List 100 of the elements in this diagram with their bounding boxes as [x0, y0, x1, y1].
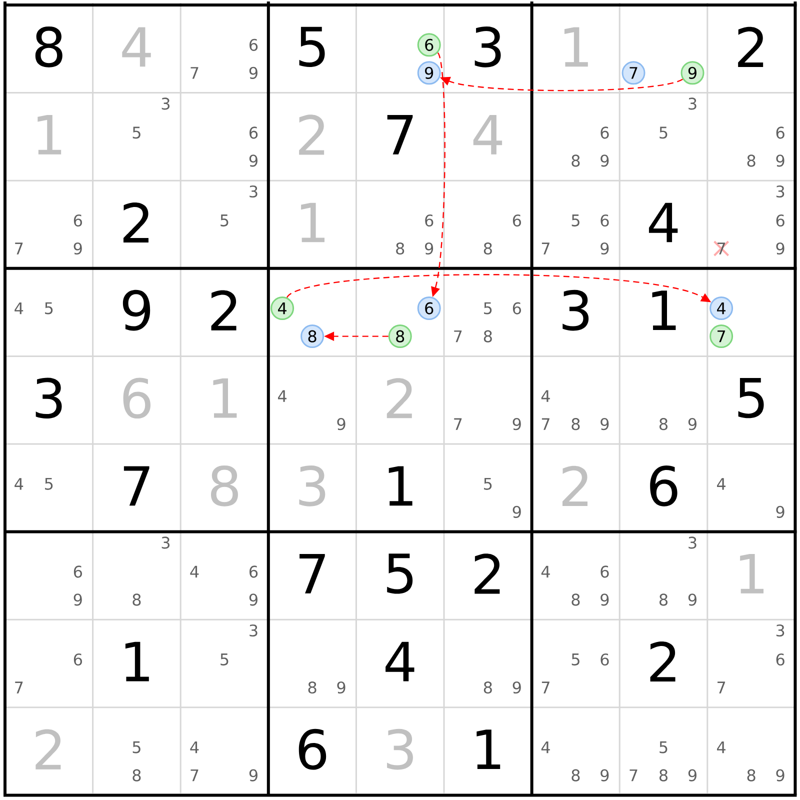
given-digit: 1 [125, 642, 149, 682]
candidate-digit: 4 [190, 566, 199, 578]
candidate-digit: 9 [776, 154, 784, 167]
candidate-digit: 9 [512, 681, 521, 694]
candidate-digit: 7 [190, 67, 198, 79]
candidate-digit: 5 [132, 126, 140, 139]
solved-digit: 6 [123, 378, 150, 419]
highlighted-candidate: 9 [417, 61, 441, 85]
solved-digit: 4 [473, 115, 502, 154]
given-digit: 3 [562, 290, 589, 331]
candidate-digit: 9 [512, 506, 521, 518]
candidate-digit: 9 [688, 769, 696, 782]
highlighted-candidate: 4 [710, 296, 734, 320]
candidate-digit: 5 [660, 126, 668, 139]
given-digit: 7 [387, 115, 413, 154]
candidate-digit: 5 [572, 214, 580, 226]
given-digit: 6 [650, 466, 678, 506]
candidate-digit: 9 [688, 594, 696, 606]
given-digit: 5 [738, 378, 764, 418]
candidate-digit: 7 [542, 242, 550, 254]
candidate-digit: 3 [776, 624, 784, 637]
candidate-digit: 8 [572, 594, 580, 606]
candidate-digit: 3 [162, 536, 170, 549]
candidate-digit: 9 [776, 506, 784, 518]
candidate-digit: 7 [15, 242, 23, 254]
candidate-digit: 6 [600, 126, 609, 139]
given-digit: 3 [474, 26, 501, 68]
candidate-digit: 6 [250, 126, 258, 139]
candidate-digit: 3 [776, 185, 784, 198]
solved-digit: 2 [299, 114, 324, 155]
candidate-digit: 9 [337, 418, 346, 430]
candidate-digit: 5 [220, 654, 228, 666]
highlighted-candidate: 8 [388, 324, 412, 348]
candidate-digit: 4 [717, 741, 726, 754]
candidate-digit: 9 [600, 769, 609, 782]
candidate-digit: 5 [220, 214, 228, 226]
solved-digit: 1 [38, 115, 62, 154]
solved-digit: 4 [122, 27, 151, 67]
candidate-digit: 9 [249, 66, 258, 79]
candidate-digit: 3 [688, 98, 696, 110]
given-digit: 5 [299, 26, 325, 67]
highlighted-candidate: 9 [680, 61, 704, 85]
candidate-digit: 5 [660, 741, 668, 754]
solved-digit: 8 [211, 466, 238, 506]
candidate-digit: 3 [688, 536, 696, 549]
candidate-digit: 6 [600, 653, 609, 666]
candidate-digit: 6 [74, 214, 82, 227]
solved-digit: 1 [301, 202, 324, 242]
candidate-digit: 7 [454, 418, 462, 430]
candidate-digit: 4 [541, 390, 550, 402]
candidate-digit: 5 [484, 478, 492, 490]
candidate-digit: 6 [776, 214, 784, 227]
candidate-digit: 6 [776, 126, 784, 139]
candidate-digit: 5 [484, 302, 492, 314]
candidate-digit: 7 [15, 682, 23, 694]
candidate-digit: 6 [250, 566, 258, 578]
candidate-digit: 9 [776, 769, 784, 782]
candidate-digit: 7 [542, 418, 550, 430]
given-digit: 3 [36, 378, 62, 419]
candidate-digit: 4 [541, 741, 550, 754]
candidate-digit: 4 [717, 478, 726, 490]
candidate-digit: 9 [425, 242, 434, 255]
candidate-digit: 9 [249, 769, 258, 782]
highlighted-candidate: 8 [300, 324, 324, 348]
candidate-digit: 6 [512, 214, 521, 227]
candidate-digit: 6 [600, 566, 609, 578]
solved-digit: 3 [299, 466, 326, 506]
given-digit: 4 [648, 202, 678, 242]
candidate-digit: 9 [74, 594, 82, 606]
candidate-digit: 7 [190, 769, 198, 782]
candidate-digit: 9 [600, 154, 609, 167]
solved-digit: 2 [386, 378, 412, 418]
candidate-digit: 3 [250, 624, 258, 637]
highlighted-candidate: 6 [417, 296, 441, 320]
candidate-digit: 4 [14, 302, 24, 314]
solved-digit: 1 [740, 554, 764, 594]
candidate-digit: 9 [249, 594, 258, 606]
solved-digit: 1 [213, 378, 237, 418]
given-digit: 2 [211, 290, 236, 330]
candidate-digit: 8 [132, 594, 141, 606]
candidate-digit: 8 [572, 154, 580, 167]
given-digit: 1 [476, 730, 500, 769]
candidate-digit: 8 [484, 242, 492, 255]
given-digit: 4 [386, 642, 414, 682]
solved-digit: 2 [562, 466, 588, 506]
candidate-digit: 4 [190, 741, 199, 754]
candidate-digit: 9 [74, 242, 82, 255]
candidate-digit: 8 [484, 330, 492, 342]
candidate-digit: 6 [600, 214, 609, 227]
candidate-digit: 7 [630, 769, 638, 782]
candidate-digit: 6 [74, 653, 82, 666]
candidate-digit: 6 [74, 566, 82, 578]
candidate-digit: 8 [572, 769, 580, 782]
candidate-digit: 8 [132, 769, 141, 782]
candidate-digit: 9 [600, 594, 609, 606]
candidate-digit: 7 [454, 330, 462, 342]
given-digit: 2 [474, 554, 500, 594]
highlighted-candidate: 6 [417, 33, 441, 57]
candidate-digit: 5 [45, 478, 53, 490]
candidate-digit: 7 [718, 682, 726, 694]
